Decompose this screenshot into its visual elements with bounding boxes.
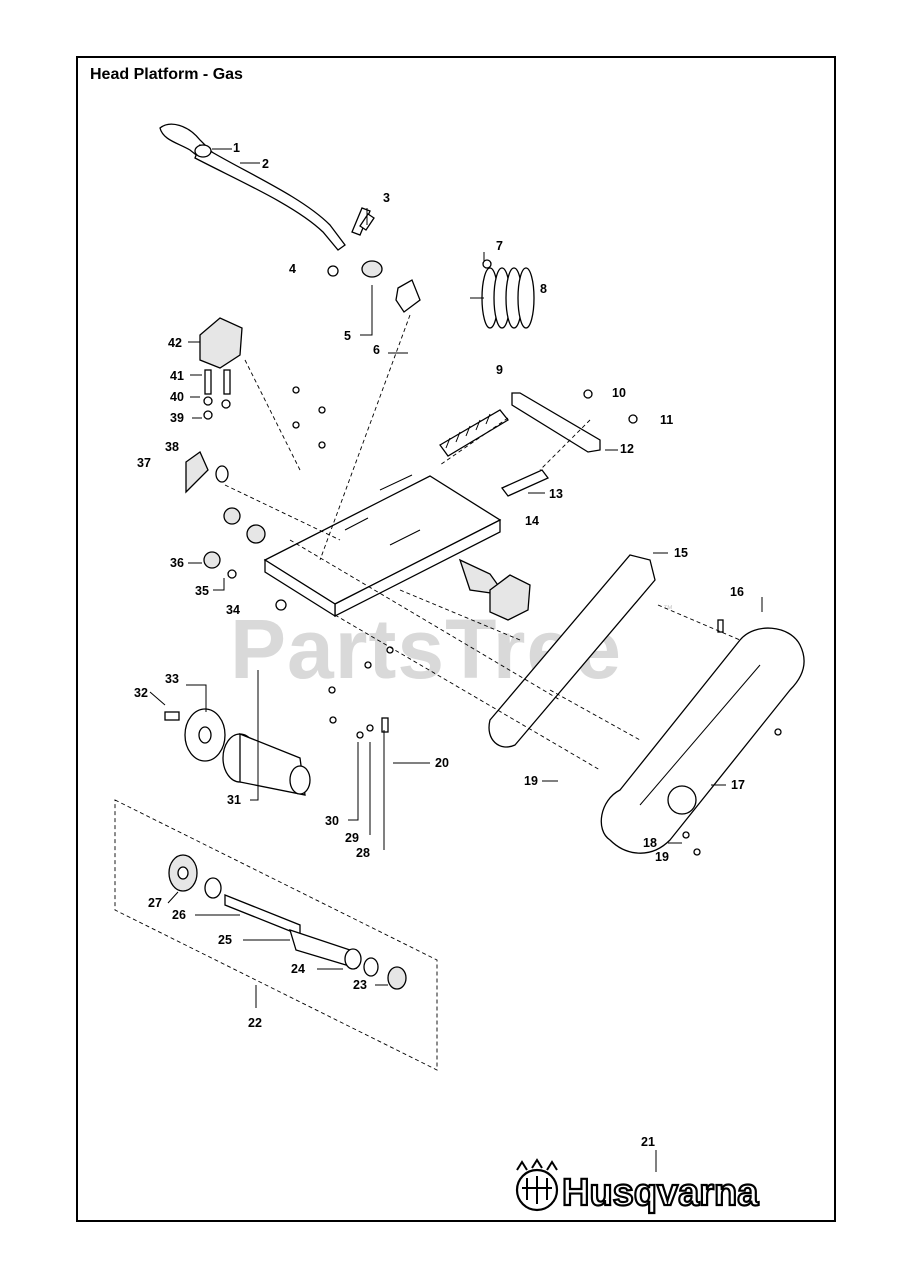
belt-guard-part [600,627,805,854]
callout-19b: 19 [655,850,669,864]
leader-lines [149,148,763,1172]
callout-14: 14 [525,514,539,528]
callout-15: 15 [674,546,688,560]
callout-37: 37 [137,456,151,470]
callout-12: 12 [620,442,634,456]
callout-16: 16 [730,585,744,599]
callout-17: 17 [731,778,745,792]
brand-name: Husqvarna [562,1172,759,1214]
head-platform-part [263,474,507,618]
shaft-part [222,733,311,796]
callout-41: 41 [170,369,184,383]
alignment-lines [224,314,741,771]
callout-33: 33 [165,672,179,686]
callout-3: 3 [383,191,390,205]
callout-7: 7 [496,239,503,253]
callout-18: 18 [643,836,657,850]
callout-11: 11 [660,413,673,427]
bracket-part [500,389,638,497]
husqvarna-logo: Husqvarna [515,1158,760,1215]
page-title: Head Platform - Gas [90,66,243,83]
callout-40: 40 [170,390,184,404]
callout-21: 21 [641,1135,655,1149]
callout-36: 36 [170,556,184,570]
callout-31: 31 [227,793,241,807]
callout-4: 4 [289,262,296,276]
callout-2: 2 [262,157,269,171]
callout-5: 5 [344,329,351,343]
callout-labels: 1 2 3 4 5 6 7 8 9 10 11 12 13 14 15 16 1… [134,141,745,1149]
callout-27: 27 [148,896,162,910]
callout-26: 26 [172,908,186,922]
callout-23: 23 [353,978,367,992]
fasteners [185,369,782,856]
callout-9: 9 [496,363,503,377]
callout-32: 32 [134,686,148,700]
callout-39: 39 [170,411,184,425]
diagram-frame [76,56,836,1222]
callout-28: 28 [356,846,370,860]
callout-42: 42 [168,336,182,350]
arm-part [488,554,656,748]
cable-coil-part [481,259,535,329]
handle-part [159,123,346,251]
callout-20: 20 [435,756,449,770]
callout-24: 24 [291,962,305,976]
callout-1: 1 [233,141,240,155]
callout-38: 38 [165,440,179,454]
callout-29: 29 [345,831,359,845]
mount-pad-part [199,317,531,621]
callout-6: 6 [373,343,380,357]
callout-19: 19 [524,774,538,788]
callout-35: 35 [195,584,209,598]
throttle-parts [327,207,421,313]
wheel-part [164,708,226,762]
callout-30: 30 [325,814,339,828]
callout-8: 8 [540,282,547,296]
callout-13: 13 [549,487,563,501]
callout-10: 10 [612,386,626,400]
callout-34: 34 [226,603,240,617]
callout-25: 25 [218,933,232,947]
callout-22: 22 [248,1016,262,1030]
bearing-assembly-box [114,799,438,1071]
spring-part [439,409,509,457]
